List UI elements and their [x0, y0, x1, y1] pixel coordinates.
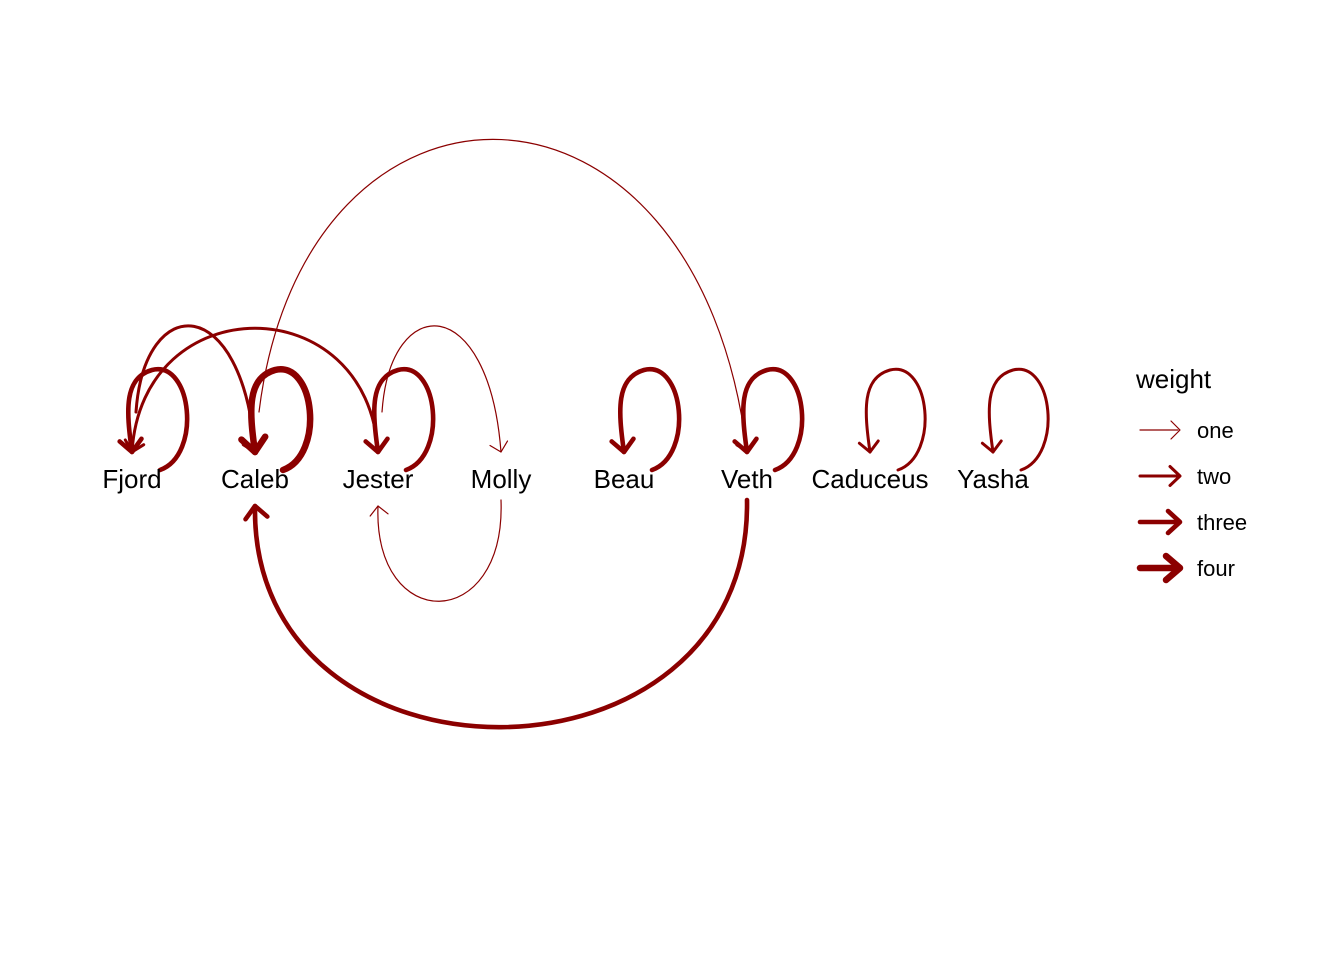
edge-caduceus-caduceus [857, 367, 927, 472]
legend-label: two [1197, 464, 1231, 489]
edge-fjord-caleb [134, 324, 264, 454]
edge-jester-molly [381, 325, 509, 453]
edge-molly-jester [369, 499, 502, 602]
arrowhead [489, 440, 509, 453]
legend-item-two: two [1138, 464, 1231, 489]
edge-jester-fjord [123, 326, 380, 454]
arrowhead [980, 439, 1003, 454]
legend-key-arrowhead [1162, 552, 1184, 584]
node-label-caduceus: Caduceus [811, 464, 928, 494]
arrowhead [123, 438, 146, 454]
edges-layer [117, 138, 1050, 730]
edge-caleb-veth [258, 138, 755, 453]
nodes-layer: Fjord Caleb Jester Molly Beau Veth Caduceus Yas… [102, 464, 1029, 494]
node-label-yasha: Yasha [957, 464, 1029, 494]
node-label-veth: Veth [721, 464, 773, 494]
legend-label: one [1197, 418, 1234, 443]
edge-path [252, 497, 750, 730]
legend-title: weight [1135, 364, 1212, 394]
edge-path [134, 324, 257, 454]
edge-path [987, 367, 1050, 472]
edge-path [377, 499, 502, 602]
legend-item-one: one [1139, 418, 1234, 443]
arrowhead [369, 505, 389, 517]
node-label-molly: Molly [471, 464, 532, 494]
edge-beau-beau [609, 367, 682, 473]
node-label-beau: Beau [594, 464, 655, 494]
arrowhead [857, 439, 880, 454]
arrowhead [609, 436, 636, 455]
edge-path [381, 325, 502, 453]
edge-veth-veth [732, 367, 805, 473]
arrowhead [735, 440, 755, 453]
edge-path [371, 367, 436, 473]
edge-path [617, 367, 682, 473]
edge-path [248, 366, 314, 474]
legend: weight one two three four [1135, 364, 1247, 584]
legend-label: three [1197, 510, 1247, 535]
arrowhead [243, 503, 270, 522]
edge-jester-jester [363, 367, 436, 473]
edge-yasha-yasha [980, 367, 1050, 472]
edge-path [130, 326, 380, 454]
legend-item-four: four [1136, 552, 1235, 584]
node-label-caleb: Caleb [221, 464, 289, 494]
edge-path [125, 367, 190, 473]
legend-key-arrowhead [1168, 465, 1182, 487]
legend-key-arrowhead [1170, 420, 1181, 440]
edge-path [740, 367, 805, 473]
legend-key-arrowhead [1165, 508, 1183, 536]
node-label-fjord: Fjord [102, 464, 161, 494]
legend-items: one two three four [1136, 418, 1247, 584]
arrowhead [241, 438, 264, 454]
edge-path [864, 367, 927, 472]
legend-label: four [1197, 556, 1235, 581]
edge-path [258, 138, 748, 453]
node-label-jester: Jester [343, 464, 414, 494]
legend-item-three: three [1137, 508, 1247, 536]
edge-veth-caleb [243, 497, 750, 730]
